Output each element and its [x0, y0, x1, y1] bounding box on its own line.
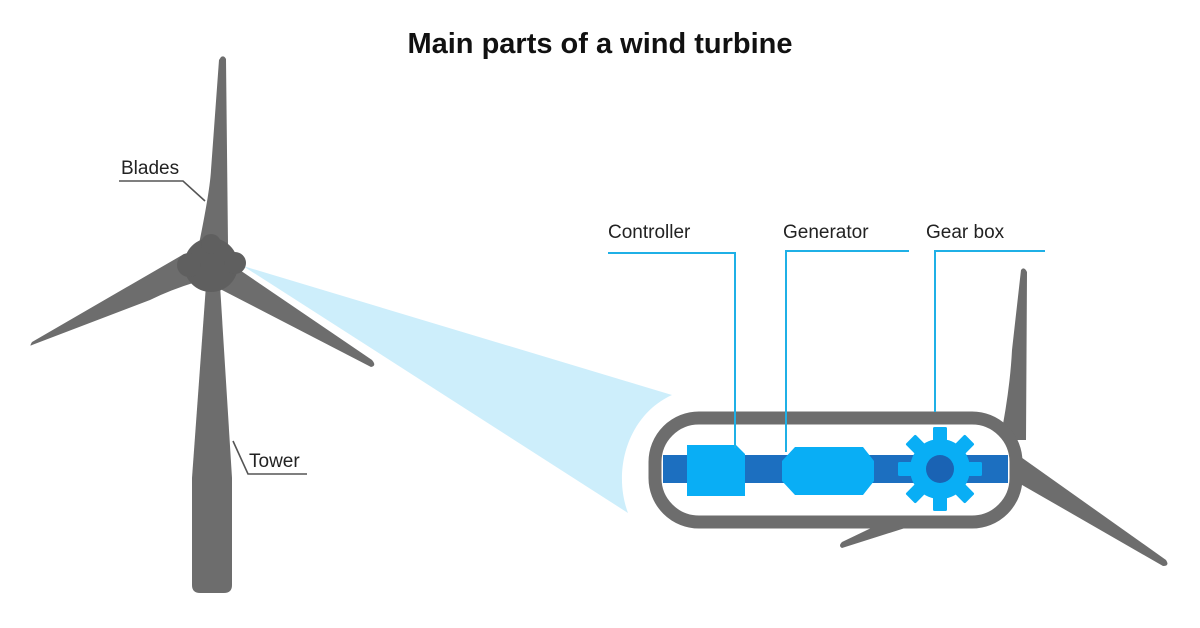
blade-upper: [199, 56, 228, 245]
gear-box-label: Gear box: [926, 222, 1005, 243]
gear-box-leader-line: [934, 250, 1045, 412]
generator-component: [782, 447, 874, 495]
hub: [177, 234, 246, 292]
blades-leader-line: [119, 180, 206, 202]
generator-leader-line: [785, 250, 909, 452]
diagram-title: Main parts of a wind turbine: [407, 28, 792, 60]
gear-center: [926, 455, 954, 483]
generator-label: Generator: [783, 222, 869, 243]
tower-label: Tower: [249, 451, 300, 472]
blade-left: [30, 254, 196, 346]
blade-right: [222, 262, 375, 367]
tower-shape: [192, 285, 232, 593]
controller-label: Controller: [608, 222, 691, 243]
right-blade-lower-right: [1010, 455, 1168, 566]
tower-leader-line: [232, 440, 307, 475]
left-turbine: [30, 56, 375, 593]
gear-icon: [898, 427, 982, 511]
controller-leader-line: [608, 252, 736, 448]
zoom-beam: [243, 266, 672, 513]
controller-component: [687, 445, 745, 496]
right-blade-upper: [1000, 268, 1027, 440]
blades-label: Blades: [121, 158, 179, 179]
